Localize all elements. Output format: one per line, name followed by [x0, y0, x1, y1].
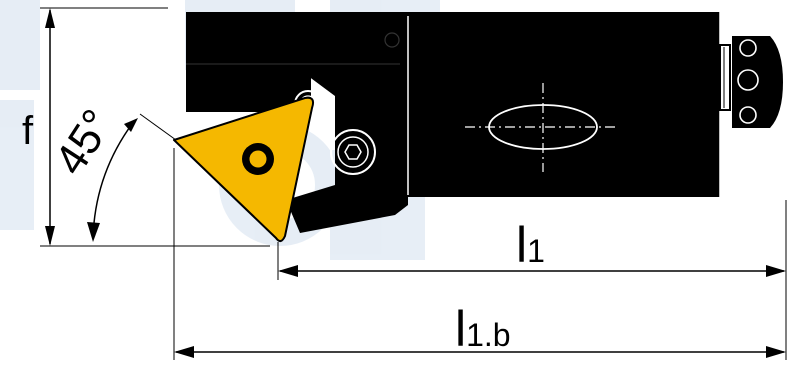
hex-socket-screw-icon [330, 129, 376, 175]
angle-indicator: 45° [45, 101, 177, 242]
dimension-f-label: f [22, 109, 34, 153]
tool-holder-body [186, 12, 721, 233]
triangular-insert [173, 96, 315, 242]
dimension-l1: l1 [277, 200, 787, 360]
dimension-l1-label: l1 [516, 217, 545, 273]
shank [408, 12, 720, 197]
dimension-f: f [22, 7, 270, 247]
dimension-l1b-label: l1.b [455, 301, 511, 357]
head-block [186, 12, 408, 233]
angle-label: 45° [45, 101, 122, 183]
dimension-l1b: l1.b [173, 148, 786, 360]
shank-end-coupling [719, 36, 783, 128]
